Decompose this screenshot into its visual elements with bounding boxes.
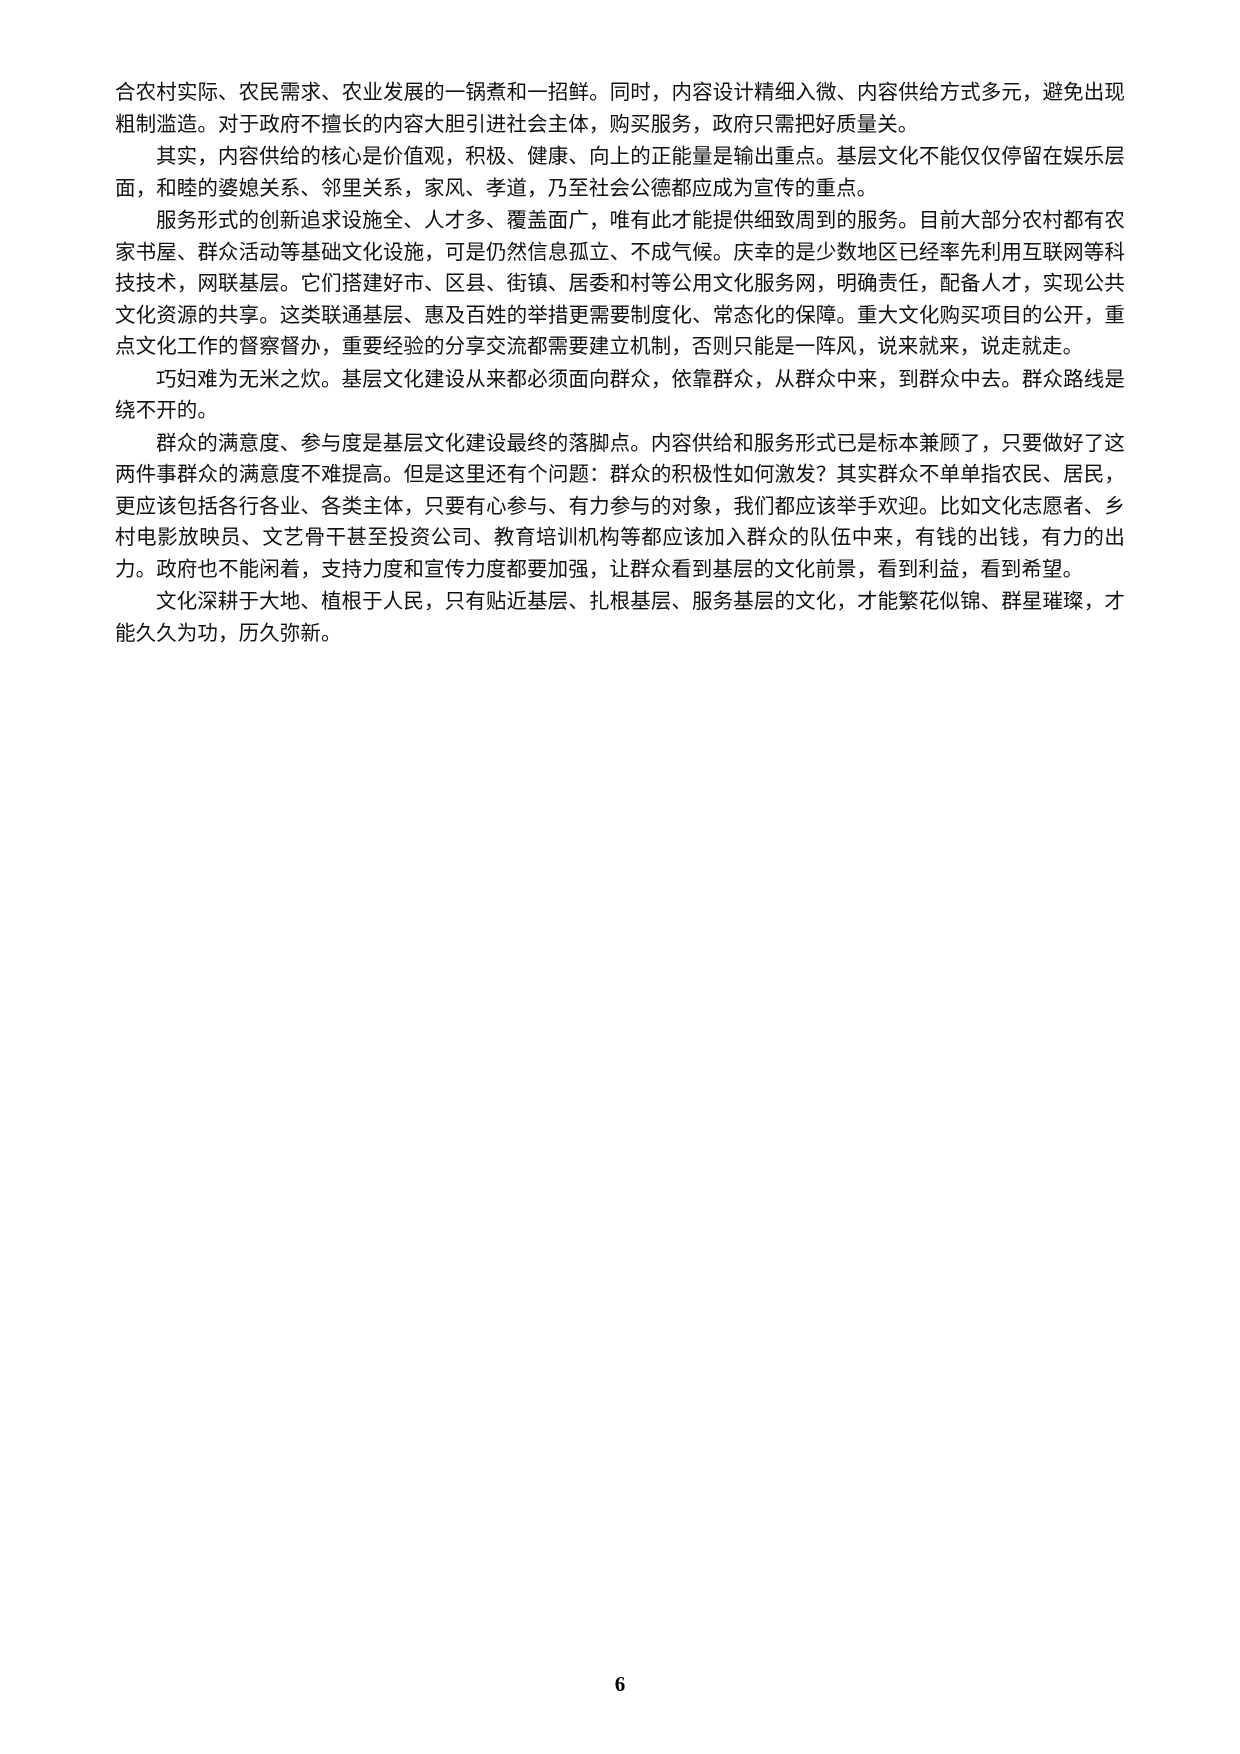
paragraph-6: 文化深耕于大地、植根于人民，只有贴近基层、扎根基层、服务基层的文化，才能繁花似锦… <box>115 591 1125 645</box>
paragraph-5: 群众的满意度、参与度是基层文化建设最终的落脚点。内容供给和服务形式已是标本兼顾了… <box>115 432 1125 581</box>
paragraph-4: 巧妇难为无米之炊。基层文化建设从来都必须面向群众，依靠群众，从群众中来，到群众中… <box>115 368 1125 423</box>
paragraph-2: 其实，内容供给的核心是价值观，积极、健康、向上的正能量是输出重点。基层文化不能仅… <box>115 146 1125 200</box>
paragraph-1: 合农村实际、农民需求、农业发展的一锅煮和一招鲜。同时，内容设计精细入微、内容供给… <box>115 82 1125 136</box>
paragraph-3: 服务形式的创新追求设施全、人才多、覆盖面广，唯有此才能提供细致周到的服务。目前大… <box>115 210 1125 358</box>
document-body: 合农村实际、农民需求、农业发展的一锅煮和一招鲜。同时，内容设计精细入微、内容供给… <box>115 78 1125 651</box>
page-number: 6 <box>614 1672 626 1696</box>
